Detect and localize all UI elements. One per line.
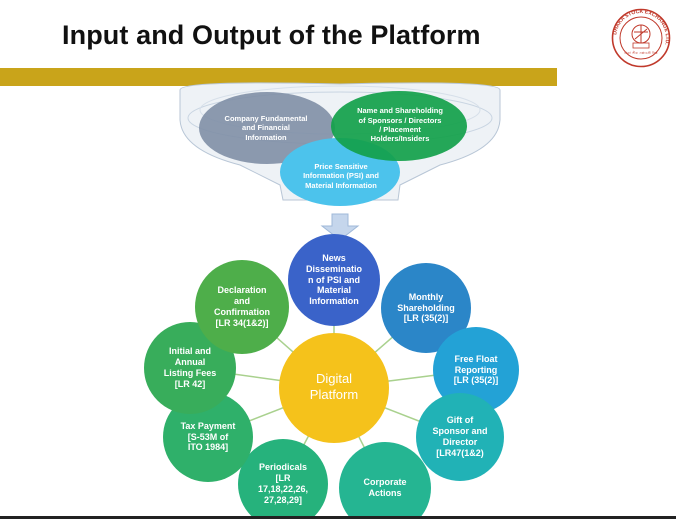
node-monthly-shareholding bbox=[381, 263, 471, 353]
node-label-tax-payment: Tax Payment [S-53M of ITO 1984] bbox=[180, 420, 236, 453]
input-funnel bbox=[179, 82, 501, 206]
node-label-declaration-confirmation: Declaration and Confirmation [LR 34(1&2)… bbox=[214, 285, 270, 328]
seal-inner-text: ঢাকা স্টক এক্সচেঞ্জ লিঃ bbox=[623, 50, 657, 55]
node-free-float-reporting bbox=[433, 327, 519, 413]
node-label-news-dissemination: News Disseminatio n of PSI and Material … bbox=[305, 252, 363, 307]
down-arrow-icon bbox=[320, 213, 360, 241]
node-label-initial-annual-listing-fees: Initial and Annual Listing Fees [LR 42] bbox=[163, 346, 217, 389]
digital-platform-label: Digital Platform bbox=[309, 370, 359, 402]
slide-title: Input and Output of the Platform bbox=[62, 20, 481, 50]
node-label-monthly-shareholding: Monthly Shareholding [LR (35(2)] bbox=[397, 291, 455, 324]
stock-exchange-seal-logo: DHAKA STOCK EXCHANGE LTD. ঢাকা স্টক এক্স… bbox=[611, 8, 671, 68]
node-periodicals bbox=[238, 439, 328, 519]
node-declaration-confirmation bbox=[195, 260, 289, 354]
slide-bottom-line bbox=[0, 516, 676, 519]
title-underline-bar bbox=[0, 68, 557, 86]
node-label-free-float-reporting: Free Float Reporting [LR (35(2)] bbox=[453, 353, 499, 386]
node-label-corporate-actions: Corporate Actions bbox=[363, 477, 407, 498]
funnel-input-shareholding bbox=[331, 91, 467, 161]
funnel-label-price-sensitive: Price Sensitive Information (PSI) and Ma… bbox=[303, 161, 379, 190]
node-initial-annual-listing-fees bbox=[144, 322, 236, 414]
funnel-label-company-fundamental: Company Fundamental and Financial Inform… bbox=[224, 113, 308, 142]
node-tax-payment bbox=[163, 392, 253, 482]
digital-platform-center bbox=[279, 333, 389, 443]
hub-nodes bbox=[144, 234, 519, 519]
funnel-label-shareholding: Name and Shareholding of Sponsors / Dire… bbox=[357, 106, 443, 144]
node-label-gift-of-sponsor: Gift of Sponsor and Director [LR47(1&2) bbox=[432, 415, 488, 458]
node-news-dissemination bbox=[288, 234, 380, 326]
node-gift-of-sponsor bbox=[416, 393, 504, 481]
node-label-periodicals: Periodicals [LR 17,18,22,26, 27,28,29] bbox=[257, 462, 309, 505]
node-corporate-actions bbox=[339, 442, 431, 519]
funnel-input-company-fundamental bbox=[199, 92, 335, 164]
